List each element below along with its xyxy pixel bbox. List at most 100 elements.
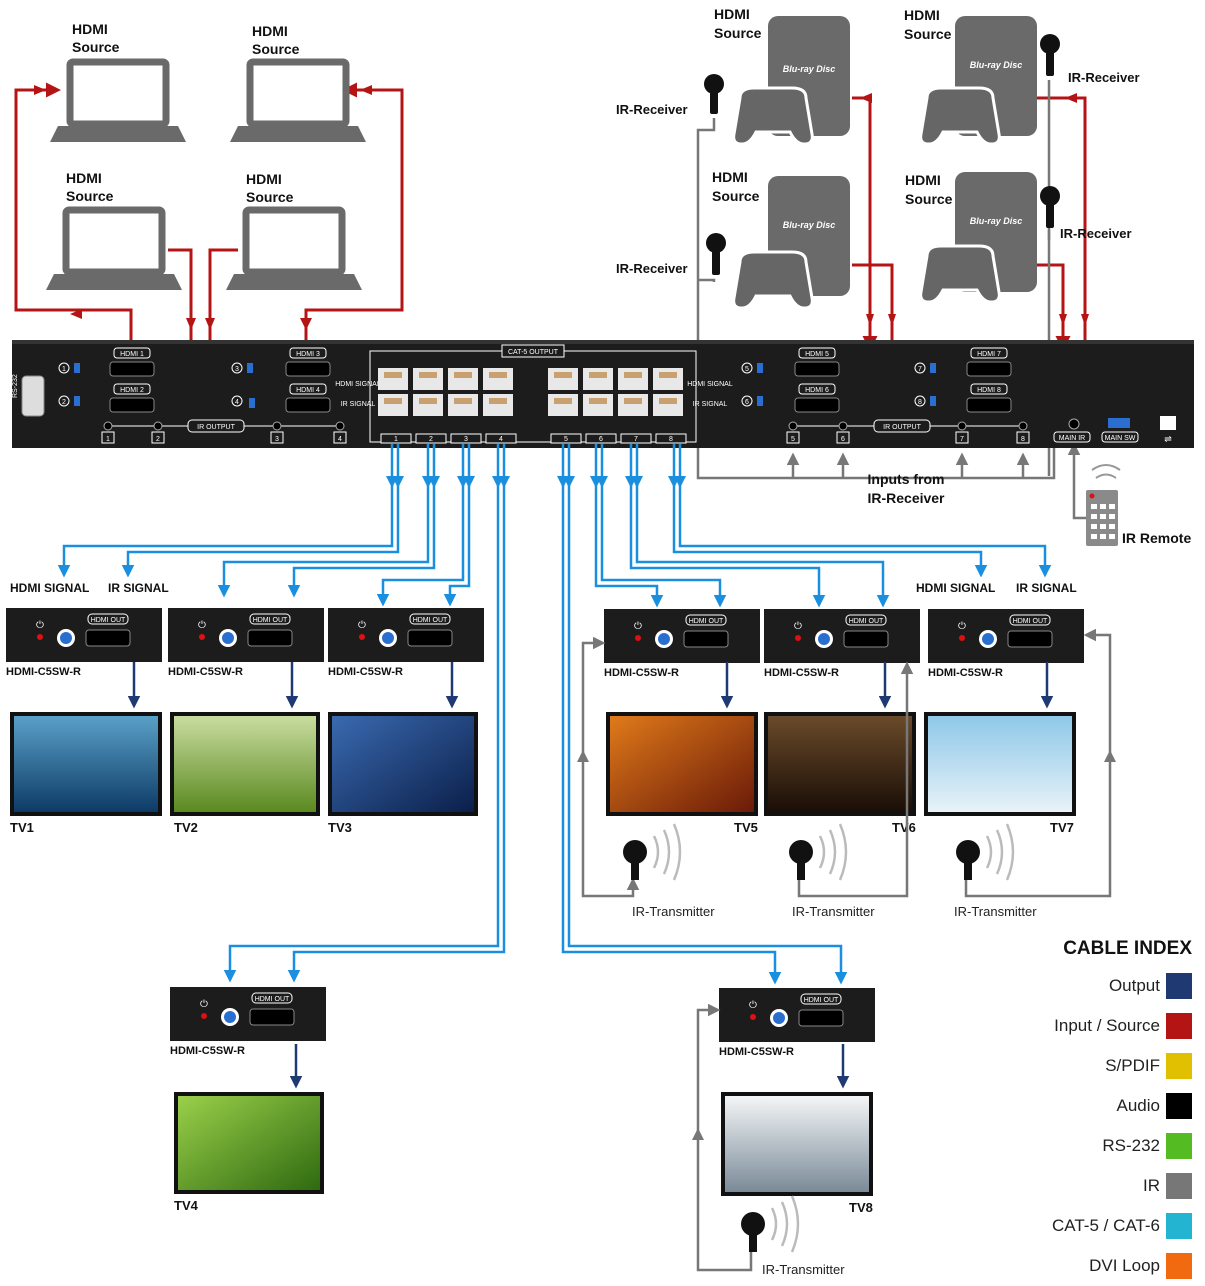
svg-text:3: 3 [235, 366, 239, 373]
source-label-1a: HDMI [72, 21, 108, 37]
laptop-source-3 [46, 206, 182, 290]
ir-signal-label-left: IR SIGNAL [341, 401, 376, 408]
bluray-source-8: Blu-ray Disc [919, 172, 1037, 304]
tv-3: TV3 [328, 712, 478, 835]
source-label-1b: Source [72, 39, 120, 55]
source-label-2b: Source [252, 41, 300, 57]
svg-text:4: 4 [499, 436, 503, 443]
ir-transmitter-cables [581, 628, 1112, 1272]
hdmi-input-ports-left: HDMI 1 HDMI 2 HDMI 3 HDMI 4 [109, 347, 331, 413]
hdmi-port-label-4: HDMI 4 [296, 387, 320, 394]
ir-receiver-icon-3 [1040, 34, 1060, 76]
svg-text:1: 1 [394, 436, 398, 443]
cable-color-swatch [1166, 1213, 1192, 1239]
svg-text:8: 8 [1021, 436, 1025, 443]
cable-index-item-label: Output [1108, 976, 1160, 995]
cable-color-swatch [1166, 1253, 1192, 1279]
receiver-model-label: HDMI-C5SW-R [170, 1045, 245, 1057]
cable-index-item: IR [1020, 1166, 1192, 1206]
hdmi-out-label: HDMI OUT [255, 996, 290, 1003]
inputs-from-line1: Inputs from [868, 471, 945, 487]
hdmi-port-label-2: HDMI 2 [120, 387, 144, 394]
power-icon: ⏻ [749, 1000, 757, 1011]
receiver-unit-4: ⏻ HDMI OUT HDMI-C5SW-R [170, 987, 326, 1057]
source-label-4a: HDMI [246, 171, 282, 187]
bluray-source-6: Blu-ray Disc [732, 176, 850, 310]
source-label-3a: HDMI [66, 170, 102, 186]
ir-receiver-label-1: IR-Receiver [616, 102, 688, 117]
ir-transmitter-label-tv7: IR-Transmitter [954, 904, 1037, 919]
ir-receiver-icon-4 [1040, 186, 1060, 228]
cable-color-swatch [1166, 1133, 1192, 1159]
receiver-model-label: HDMI-C5SW-R [168, 666, 243, 678]
cable-color-swatch [1166, 1013, 1192, 1039]
source-label-6a: HDMI [712, 169, 748, 185]
cable-index-title: CABLE INDEX [1063, 938, 1192, 959]
bluray-logo-8: Blu-ray Disc [970, 216, 1023, 226]
main-ir-label: MAIN IR [1059, 435, 1085, 442]
main-sw-label: MAIN SW [1105, 435, 1136, 442]
inputs-from-line2: IR-Receiver [867, 490, 945, 506]
tv-label-4: TV4 [174, 1198, 199, 1213]
cable-index-item-label: Audio [1116, 1096, 1160, 1115]
source-label-6b: Source [712, 188, 760, 204]
ir-signal-label-right: IR SIGNAL [693, 401, 728, 408]
ir-transmitter-labels: IR-Transmitter IR-Transmitter IR-Transmi… [632, 904, 1037, 1276]
ir-transmitters [623, 823, 1015, 1253]
tv-label-8: TV8 [849, 1200, 873, 1215]
hdmi-port-label-7: HDMI 7 [977, 351, 1001, 358]
power-icon: ⏻ [200, 999, 208, 1010]
svg-text:8: 8 [918, 399, 922, 406]
svg-text:8: 8 [669, 436, 673, 443]
hdmi-port-label-8: HDMI 8 [977, 387, 1001, 394]
ir-transmitter-icon-tv8 [741, 1195, 800, 1253]
ir-transmitter-icon-tv6 [789, 823, 848, 881]
matrix-switch: RS-232 HDMI 1 HDMI 2 HDMI 3 HDMI 4 1 2 3… [12, 340, 1194, 448]
input-switches-right: 5 6 7 8 [741, 362, 936, 407]
svg-text:5: 5 [745, 366, 749, 373]
rs232-label: RS-232 [12, 374, 19, 398]
bluray-logo-7: Blu-ray Disc [970, 60, 1023, 70]
hdmi-port-label-5: HDMI 5 [805, 351, 829, 358]
ir-signal-label-tv1: IR SIGNAL [108, 581, 169, 595]
source-label-8b: Source [905, 191, 953, 207]
tv-2: TV2 [170, 712, 320, 835]
ir-output-left: IR OUTPUT 1 2 3 4 [101, 419, 347, 444]
input-switches-left: 1 2 3 4 [58, 362, 255, 408]
receiver-model-label: HDMI-C5SW-R [764, 667, 839, 679]
tv-label-6: TV6 [892, 820, 916, 835]
hdmi-input-ports-right: HDMI 5 HDMI 6 HDMI 7 HDMI 8 [794, 347, 1012, 413]
hdmi-port-label-6: HDMI 6 [805, 387, 829, 394]
tv-1: TV1 [10, 712, 162, 835]
cable-index-item: Input / Source [1020, 1006, 1192, 1046]
ir-receivers [704, 34, 1060, 275]
svg-text:6: 6 [745, 399, 749, 406]
svg-text:1: 1 [62, 366, 66, 373]
cat5-output-label: CAT-5 OUTPUT [508, 349, 559, 356]
receiver-model-label: HDMI-C5SW-R [928, 667, 1003, 679]
cable-index-item: S/PDIF [1020, 1046, 1192, 1086]
svg-text:7: 7 [960, 436, 964, 443]
laptop-source-1 [50, 58, 186, 142]
receiver-model-label: HDMI-C5SW-R [6, 666, 81, 678]
svg-text:2: 2 [156, 436, 160, 443]
svg-text:5: 5 [791, 436, 795, 443]
hdmi-source-labels-bluray: HDMI Source HDMI Source HDMI Source HDMI… [712, 6, 953, 207]
receiver-signal-labels: HDMI SIGNAL IR SIGNAL HDMI SIGNAL IR SIG… [10, 581, 1077, 595]
ir-output-label-right: IR OUTPUT [883, 424, 921, 431]
ir-transmitter-label-tv8: IR-Transmitter [762, 1262, 845, 1276]
tv-label-2: TV2 [174, 820, 198, 835]
source-label-3b: Source [66, 188, 114, 204]
power-icon: ⏻ [634, 621, 642, 632]
source-label-7b: Source [904, 26, 952, 42]
cable-index-item: Audio [1020, 1086, 1192, 1126]
hdmi-source-labels-laptops: HDMI Source HDMI Source HDMI Source HDMI… [66, 21, 300, 205]
receiver-model-label: HDMI-C5SW-R [328, 666, 403, 678]
svg-text:2: 2 [62, 399, 66, 406]
